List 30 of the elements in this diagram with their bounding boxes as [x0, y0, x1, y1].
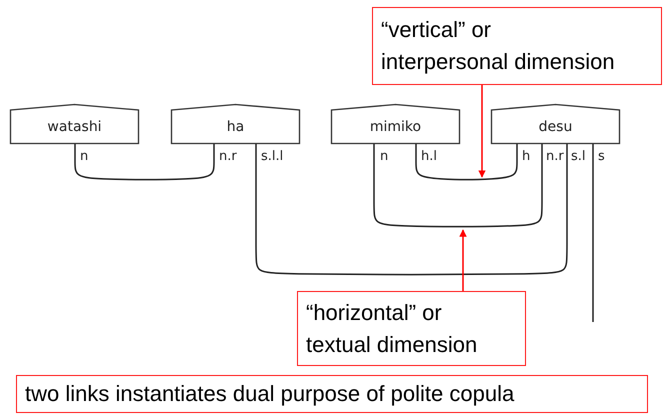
word-box	[10, 104, 139, 144]
port-label: n.r	[219, 150, 237, 163]
callout-box	[297, 291, 526, 366]
port-label: n	[380, 150, 388, 163]
link-wire	[415, 144, 518, 180]
port-label: h	[522, 150, 530, 163]
link-wire	[74, 144, 215, 180]
callout-box	[372, 7, 662, 85]
link-wire	[255, 144, 568, 276]
port-label: s.l.l	[261, 150, 284, 163]
word-label: ha	[226, 118, 244, 134]
word-box	[491, 104, 620, 144]
port-label: h.l	[421, 150, 437, 163]
port-label: s.l	[571, 150, 586, 163]
pointer-arrow	[478, 85, 486, 178]
callout-text: two links instantiates dual purpose of polite copula	[25, 380, 514, 408]
word-box	[331, 104, 460, 144]
callout-box	[16, 375, 648, 413]
word-label: desu	[538, 118, 572, 134]
port-label: n.r	[546, 150, 564, 163]
link-wire	[373, 144, 543, 228]
callout-text: “horizontal” or textual dimension	[306, 298, 478, 358]
port-label: n	[80, 150, 88, 163]
free-wire	[592, 144, 594, 322]
word-label: watashi	[47, 118, 102, 134]
word-box	[171, 104, 300, 144]
port-label: s	[598, 150, 605, 163]
pointer-arrow	[459, 229, 467, 291]
callout-text: “vertical” or interpersonal dimension	[381, 16, 616, 76]
word-label: mimiko	[370, 118, 422, 134]
